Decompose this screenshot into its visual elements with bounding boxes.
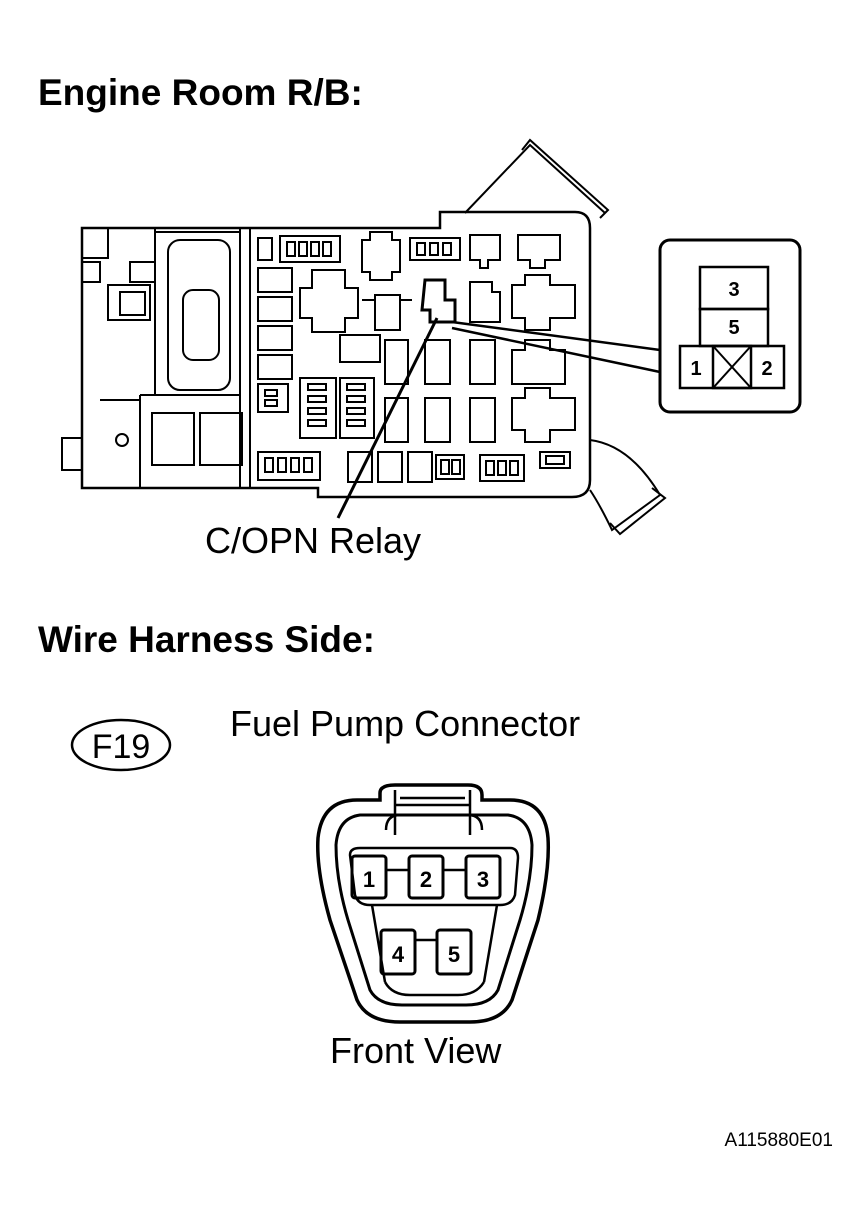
connector-code-badge: F19 (70, 718, 172, 772)
connector-pin-5: 5 (448, 942, 460, 967)
connector-code: F19 (92, 728, 151, 766)
connector-pin-3: 3 (477, 867, 489, 892)
relay-terminal-callout: 3 5 1 2 (658, 238, 802, 414)
connector-name: Fuel Pump Connector (230, 703, 581, 744)
relay-terminal-1: 1 (690, 358, 701, 380)
figure-id: A115880E01 (724, 1130, 833, 1151)
connector-pin-2: 2 (420, 867, 432, 892)
fuel-pump-connector: 1 2 3 4 5 (316, 783, 551, 1024)
relay-block (61, 138, 667, 536)
connector-pin-1: 1 (363, 867, 375, 892)
relay-terminal-5: 5 (728, 317, 739, 339)
relay-terminal-2: 2 (761, 358, 772, 380)
engine-room-heading: Engine Room R/B: (38, 72, 363, 113)
callout-line-top (451, 320, 661, 352)
relay-terminal-3: 3 (728, 279, 739, 301)
relay-label: C/OPN Relay (205, 520, 422, 561)
front-view-label: Front View (330, 1030, 502, 1071)
connector-pin-4: 4 (392, 942, 405, 967)
wire-harness-heading: Wire Harness Side: (38, 619, 375, 660)
relay-leader-line (336, 317, 439, 519)
callout-line-bottom (451, 326, 661, 374)
